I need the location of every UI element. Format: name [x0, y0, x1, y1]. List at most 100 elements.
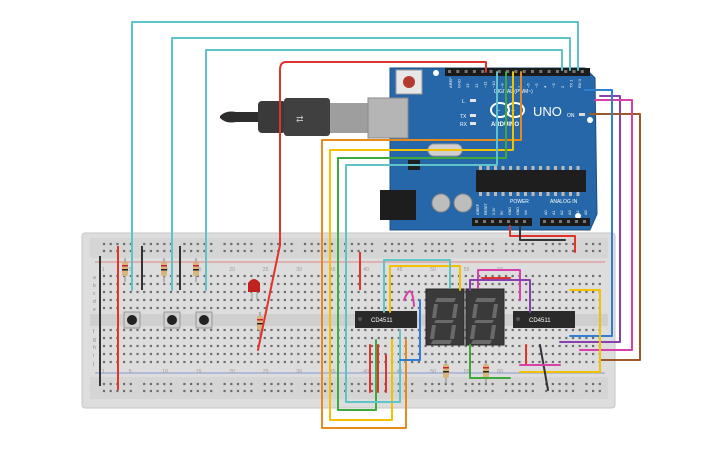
hole — [149, 336, 152, 340]
analog-pin[interactable] — [551, 220, 554, 223]
header-pin[interactable] — [514, 70, 518, 73]
digital-pin-header[interactable] — [445, 68, 590, 76]
power-pin[interactable] — [507, 220, 510, 223]
hole — [357, 306, 360, 310]
analog-pin[interactable] — [559, 220, 562, 223]
header-pin[interactable] — [472, 70, 476, 73]
analog-pin-label: A4 — [576, 210, 580, 215]
hole — [545, 336, 548, 340]
power-pin[interactable] — [475, 220, 478, 223]
power-pin-label: IOREF — [476, 203, 480, 215]
header-pin[interactable] — [531, 70, 534, 73]
hole — [317, 282, 320, 286]
hole — [511, 344, 514, 348]
hole — [525, 328, 528, 332]
header-pin[interactable] — [489, 70, 493, 73]
power-pin[interactable] — [523, 220, 526, 223]
hole — [250, 306, 253, 310]
hole — [484, 344, 487, 348]
resistor-display-2[interactable] — [483, 360, 489, 384]
hole — [364, 344, 367, 348]
reset-button[interactable] — [403, 76, 415, 88]
hole — [464, 344, 467, 348]
hole — [290, 336, 293, 340]
hole — [451, 282, 454, 286]
push-button-2[interactable] — [163, 311, 181, 329]
hole — [417, 360, 420, 364]
header-pin[interactable] — [522, 70, 526, 73]
power-pin[interactable] — [515, 220, 518, 223]
resistor-3[interactable] — [193, 258, 199, 282]
rail-hole — [484, 389, 487, 393]
header-pin[interactable] — [464, 70, 468, 73]
rail-hole — [384, 249, 387, 253]
hole — [297, 290, 300, 294]
hole — [263, 344, 266, 348]
push-button-1[interactable] — [123, 311, 141, 329]
header-pin[interactable] — [580, 70, 584, 73]
header-pin[interactable] — [539, 70, 543, 73]
hole — [571, 360, 575, 364]
resistor-display-1[interactable] — [443, 360, 449, 384]
rail-hole — [451, 242, 454, 246]
analog-pin[interactable] — [567, 220, 570, 223]
rail-hole — [223, 382, 226, 386]
power-pin[interactable] — [483, 220, 486, 223]
analog-pin[interactable] — [583, 220, 586, 223]
power-pin[interactable] — [491, 220, 494, 223]
hole — [223, 306, 226, 310]
header-pin[interactable] — [448, 70, 451, 73]
power-pin[interactable] — [499, 220, 502, 223]
hole — [531, 298, 534, 302]
hole — [176, 298, 179, 302]
header-pin[interactable] — [481, 70, 485, 73]
push-button-3[interactable] — [195, 311, 213, 329]
hole — [324, 352, 327, 356]
breadboard[interactable]: 1155101015152020252530303535404045455050… — [81, 232, 616, 409]
hole — [317, 336, 320, 340]
usb-cable[interactable]: ⇄ — [220, 98, 368, 136]
cd4511-chip-left[interactable]: CD4511 — [355, 311, 417, 328]
rail-hole — [196, 389, 199, 393]
header-pin[interactable] — [456, 70, 460, 73]
resistor-1[interactable] — [122, 258, 128, 282]
rail-hole — [370, 242, 374, 246]
column-label-top: 50 — [430, 267, 436, 273]
hole — [377, 298, 380, 302]
cd4511-chip-right[interactable]: CD4511 — [513, 311, 575, 328]
rail-hole — [357, 249, 360, 253]
hole — [538, 352, 541, 356]
hole — [263, 328, 266, 332]
hole — [169, 344, 173, 348]
resistor-led[interactable] — [257, 312, 263, 338]
header-pin[interactable] — [572, 70, 576, 73]
rail-hole — [565, 382, 568, 386]
header-pin[interactable] — [555, 70, 559, 73]
hole — [538, 328, 541, 332]
analog-pin[interactable] — [543, 220, 546, 223]
hole — [578, 298, 581, 302]
hole — [236, 328, 240, 332]
hole — [431, 360, 434, 364]
rail-hole — [451, 389, 454, 393]
seven-segment-display-right[interactable] — [465, 288, 505, 346]
analog-pin-header[interactable] — [540, 218, 590, 226]
resistor-2[interactable] — [161, 258, 167, 282]
usb-icon: ⇄ — [296, 114, 304, 124]
header-pin[interactable] — [506, 70, 510, 73]
analog-pin[interactable] — [575, 220, 578, 223]
seven-segment-display-left[interactable] — [425, 288, 465, 346]
hole — [223, 290, 226, 294]
hole — [183, 352, 186, 356]
hole — [391, 290, 394, 294]
hole — [270, 298, 273, 302]
hole — [277, 306, 280, 310]
red-led[interactable] — [248, 279, 260, 300]
header-pin[interactable] — [497, 70, 501, 73]
hole — [277, 328, 280, 332]
rail-hole — [190, 389, 193, 393]
hole — [571, 328, 575, 332]
header-pin[interactable] — [564, 70, 568, 73]
hole — [270, 336, 273, 340]
header-pin[interactable] — [547, 70, 551, 73]
